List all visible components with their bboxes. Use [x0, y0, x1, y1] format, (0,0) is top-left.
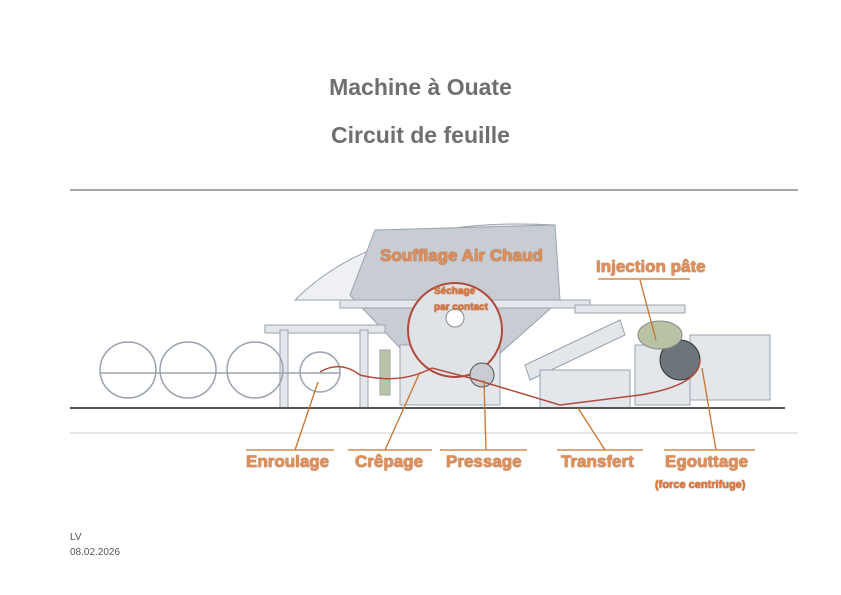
- label-soufflage: Soufflage Air Chaud: [380, 246, 543, 265]
- reels: [99, 341, 341, 399]
- footer-date: 08.02.2026: [70, 547, 121, 558]
- label-injection: Injection pâte: [596, 257, 706, 276]
- label-arrows: [246, 278, 755, 451]
- footer-author: LV: [70, 532, 82, 543]
- label-egouttage: Egouttage: [665, 452, 749, 471]
- label-pressage: Pressage: [446, 452, 522, 471]
- press-roll: [469, 362, 495, 388]
- label-force-centrifuge: (force centrifuge): [655, 479, 746, 491]
- label-sechage-2: par contact: [434, 302, 488, 313]
- label-crepage: Crêpage: [355, 452, 424, 471]
- label-sechage-1: Séchage: [434, 286, 476, 297]
- sheet-path: [319, 359, 701, 406]
- headbox: [637, 320, 683, 350]
- label-enroulage: Enroulage: [246, 452, 330, 471]
- page-subtitle: Circuit de feuille: [331, 122, 510, 148]
- page-title: Machine à Ouate: [329, 74, 512, 100]
- yankee-cylinder: [407, 282, 503, 378]
- label-transfert: Transfert: [561, 452, 634, 471]
